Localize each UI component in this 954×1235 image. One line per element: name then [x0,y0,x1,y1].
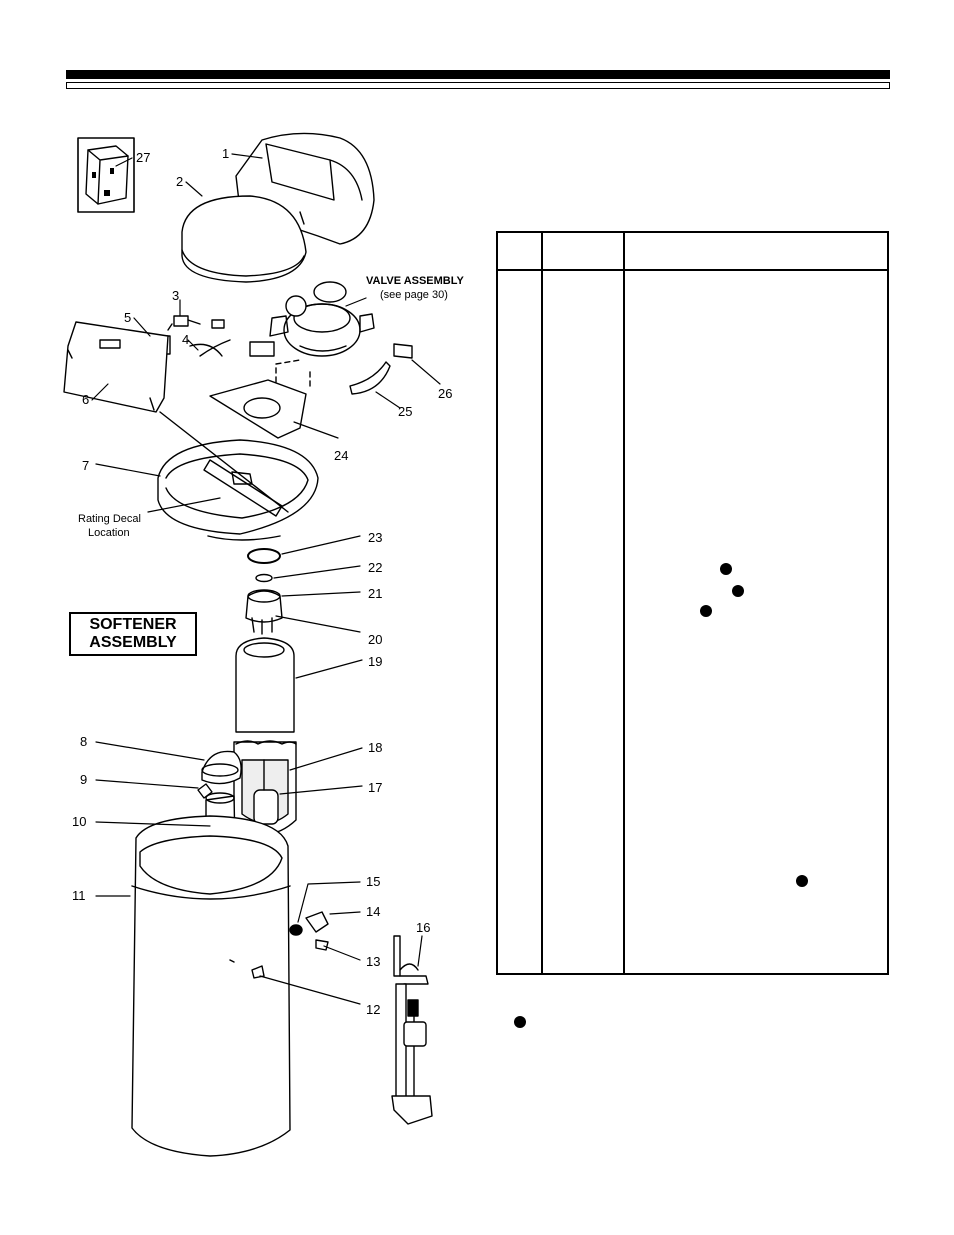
callout-25: 25 [398,404,412,419]
oring-part-22 [255,573,273,583]
callout-19: 19 [368,654,382,669]
callout-22: 22 [368,560,382,575]
harness-part-4 [189,319,231,357]
callout-17: 17 [368,780,382,795]
title-line-2: ASSEMBLY [89,634,177,651]
callout-5: 5 [124,310,131,325]
callout-3: 3 [172,288,179,303]
not-illustrated-marker [732,585,744,597]
header-rule-thick [66,70,890,79]
valve-assembly [249,281,375,357]
float-assembly-part-16 [391,935,433,1125]
faceplate-part-6 [63,321,169,413]
callout-8: 8 [80,734,87,749]
not-illustrated-marker [700,605,712,617]
grommet-part-15 [289,924,303,936]
legend-marker [514,1016,526,1028]
fitting-part-12 [229,959,265,979]
not-illustrated-marker [796,875,808,887]
callout-10: 10 [72,814,86,829]
callout-21: 21 [368,586,382,601]
tank-part-19 [235,637,295,733]
elbow-part-14 [305,911,329,933]
callout-2: 2 [176,174,183,189]
callout-9: 9 [80,772,87,787]
transformer-part-27 [77,137,135,213]
clip-part-9 [197,783,213,799]
table-column-divider-2 [623,233,625,973]
callout-4: 4 [182,332,189,347]
collar-part-7 [157,439,319,541]
callout-6: 6 [82,392,89,407]
table-column-divider-1 [541,233,543,973]
not-illustrated-marker [720,563,732,575]
callout-27: 27 [136,150,150,165]
callout-24: 24 [334,448,348,463]
callout-11: 11 [72,888,86,903]
rating-decal-label: Rating Decal [78,513,141,525]
callout-7: 7 [82,458,89,473]
valve-assembly-page-ref: (see page 30) [380,289,448,301]
callout-1: 1 [222,146,229,161]
callout-labels: 27 1 2 3 5 4 6 7 24 25 26 23 22 21 20 19… [72,146,464,1017]
callout-13: 13 [366,954,380,969]
callout-18: 18 [368,740,382,755]
callout-12: 12 [366,1002,380,1017]
switch-part-3 [167,315,201,331]
callout-16: 16 [416,920,430,935]
softener-assembly-title: SOFTENER ASSEMBLY [69,612,197,656]
title-line-1: SOFTENER [89,616,177,633]
leader-lines [91,153,441,1005]
valve-assembly-label: VALVE ASSEMBLY [366,275,464,287]
clip-part-25 [349,361,391,395]
callout-20: 20 [368,632,382,647]
callout-23: 23 [368,530,382,545]
distributor-part-21 [245,589,283,635]
screen-part-17 [253,759,279,825]
clip-part-13 [315,939,329,951]
bracket-part-26 [393,343,413,359]
brine-tank-part-11 [131,815,291,1157]
table-header-rule [498,269,887,271]
parts-list-table [496,231,889,975]
header-rule-frame [66,82,890,89]
oring-part-23 [247,548,281,564]
callout-26: 26 [438,386,452,401]
plate-part-24 [209,359,311,439]
callout-15: 15 [366,874,380,889]
callout-14: 14 [366,904,380,919]
cap-part-8 [201,750,242,785]
leader-faceplate-to-collar [159,411,289,513]
top-cover-part-2 [181,195,307,283]
rating-decal-location: Location [88,527,130,539]
